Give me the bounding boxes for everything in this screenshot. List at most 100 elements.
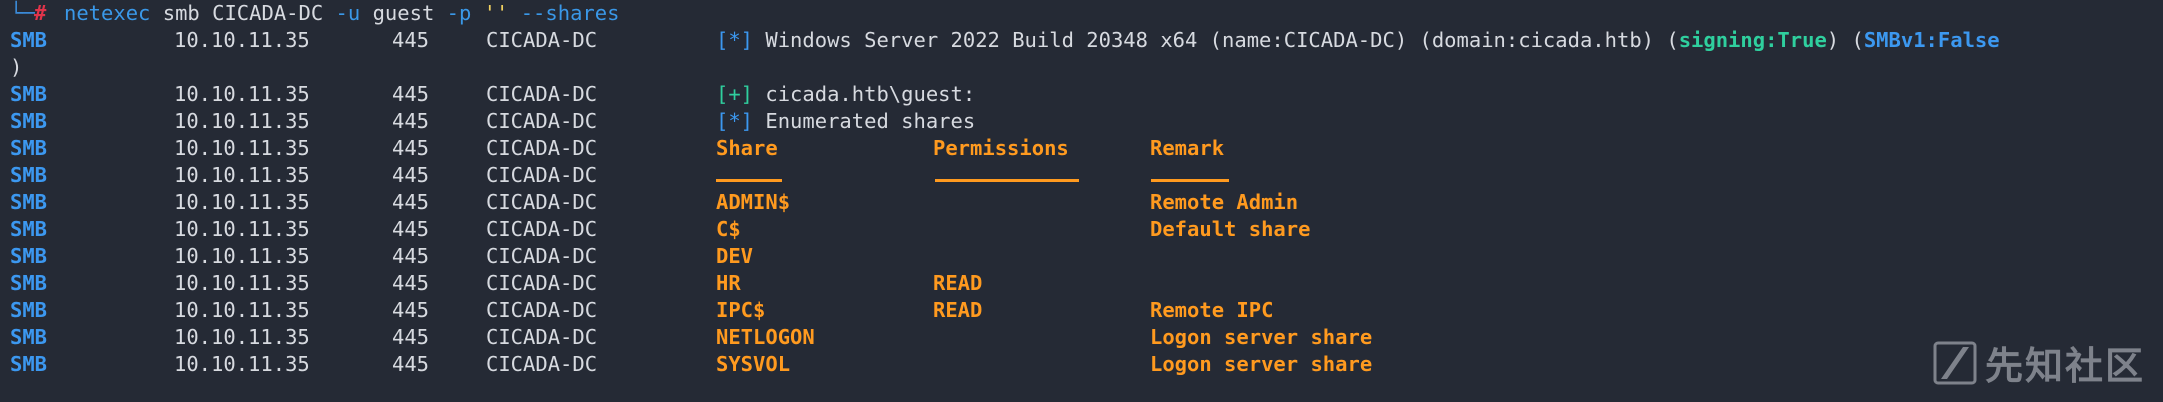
header-permissions: Permissions <box>933 136 1069 160</box>
host-name: CICADA-DC <box>486 298 598 322</box>
info-message: [*] Windows Server 2022 Build 20348 x64 … <box>716 27 2000 54</box>
command-line: └─ # netexec smb CICADA-DC -u guest -p '… <box>0 0 2163 27</box>
info-tag: [*] <box>716 28 754 52</box>
share-name: NETLOGON <box>716 325 815 349</box>
share-name: ADMIN$ <box>716 190 791 214</box>
host-name: CICADA-DC <box>486 271 598 295</box>
flag-shares: --shares <box>520 1 620 25</box>
signing-status: signing:True <box>1678 28 1827 52</box>
output-row-auth: SMB 10.10.11.35 445 CICADA-DC [+] cicada… <box>0 81 2163 108</box>
protocol-label: SMB <box>10 136 48 160</box>
share-row: SMB 10.10.11.35 445 CICADA-DC IPC$ READ Remote… <box>0 297 2163 324</box>
port-number: 445 <box>392 82 430 106</box>
flag-user: -u <box>335 1 361 25</box>
port-number: 445 <box>392 271 430 295</box>
ip-address: 10.10.11.35 <box>174 82 310 106</box>
share-remark: Remote Admin <box>1150 190 1299 214</box>
ip-address: 10.10.11.35 <box>174 28 310 52</box>
enum-message: [*] Enumerated shares <box>716 108 975 135</box>
protocol-label: SMB <box>10 82 48 106</box>
share-remark: Default share <box>1150 217 1311 241</box>
port-number: 445 <box>392 298 430 322</box>
watermark-logo-icon <box>1933 341 1977 384</box>
ip-address: 10.10.11.35 <box>174 325 310 349</box>
ip-address: 10.10.11.35 <box>174 217 310 241</box>
host-name: CICADA-DC <box>486 217 598 241</box>
host-name: CICADA-DC <box>486 28 598 52</box>
port-number: 445 <box>392 136 430 160</box>
protocol-label: SMB <box>10 244 48 268</box>
wrap-paren: ) <box>10 55 23 79</box>
info-separator: ) ( <box>1826 28 1864 52</box>
command-text: netexec smb CICADA-DC -u guest -p '' --s… <box>64 0 619 27</box>
auth-message: [+] cicada.htb\guest: <box>716 81 975 108</box>
share-row: SMB 10.10.11.35 445 CICADA-DC NETLOGON Logon … <box>0 324 2163 351</box>
ip-address: 10.10.11.35 <box>174 298 310 322</box>
ip-address: 10.10.11.35 <box>174 244 310 268</box>
auth-text: cicada.htb\guest: <box>753 82 976 106</box>
port-number: 445 <box>392 352 430 376</box>
enum-text: Enumerated shares <box>753 109 976 133</box>
ip-address: 10.10.11.35 <box>174 163 310 187</box>
port-number: 445 <box>392 244 430 268</box>
output-row-enum: SMB 10.10.11.35 445 CICADA-DC [*] Enumer… <box>0 108 2163 135</box>
ip-address: 10.10.11.35 <box>174 271 310 295</box>
share-name: IPC$ <box>716 298 766 322</box>
remark-underline <box>1151 179 1229 182</box>
ip-address: 10.10.11.35 <box>174 352 310 376</box>
share-row: SMB 10.10.11.35 445 CICADA-DC HR READ <box>0 270 2163 297</box>
watermark-text: 先知社区 <box>1984 344 2145 388</box>
protocol-label: SMB <box>10 217 48 241</box>
success-tag: [+] <box>716 82 754 106</box>
password-arg: '' <box>471 1 521 25</box>
host-name: CICADA-DC <box>486 136 598 160</box>
share-table-divider: SMB 10.10.11.35 445 CICADA-DC <box>0 162 2163 189</box>
share-permissions: READ <box>933 271 983 295</box>
share-permissions: READ <box>933 298 983 322</box>
port-number: 445 <box>392 217 430 241</box>
host-name: CICADA-DC <box>486 244 598 268</box>
prompt-hash: # <box>34 1 47 25</box>
port-number: 445 <box>392 325 430 349</box>
command-args: smb CICADA-DC <box>150 1 336 25</box>
protocol-label: SMB <box>10 325 48 349</box>
protocol-label: SMB <box>10 298 48 322</box>
share-remark: Remote IPC <box>1150 298 1274 322</box>
protocol-label: SMB <box>10 28 48 52</box>
share-name: HR <box>716 271 741 295</box>
protocol-label: SMB <box>10 109 48 133</box>
ip-address: 10.10.11.35 <box>174 190 310 214</box>
port-number: 445 <box>392 28 430 52</box>
share-name: C$ <box>716 217 741 241</box>
protocol-label: SMB <box>10 271 48 295</box>
prompt-corner: └─ <box>10 1 35 25</box>
header-remark: Remark <box>1150 136 1225 160</box>
output-row-info: SMB 10.10.11.35 445 CICADA-DC [*] Window… <box>0 27 2163 54</box>
share-underline <box>716 179 782 182</box>
port-number: 445 <box>392 163 430 187</box>
port-number: 445 <box>392 109 430 133</box>
info-tag: [*] <box>716 109 754 133</box>
host-name: CICADA-DC <box>486 352 598 376</box>
ip-address: 10.10.11.35 <box>174 109 310 133</box>
protocol-label: SMB <box>10 190 48 214</box>
share-remark: Logon server share <box>1150 325 1373 349</box>
protocol-label: SMB <box>10 352 48 376</box>
permissions-underline <box>935 179 1079 182</box>
output-row-wrap: ) <box>0 54 2163 81</box>
watermark: 先知社区 <box>1933 335 2145 390</box>
host-name: CICADA-DC <box>486 325 598 349</box>
command-name: netexec <box>64 1 151 25</box>
ip-address: 10.10.11.35 <box>174 136 310 160</box>
info-text: Windows Server 2022 Build 20348 x64 (nam… <box>753 28 1679 52</box>
share-remark: Logon server share <box>1150 352 1373 376</box>
protocol-label: SMB <box>10 163 48 187</box>
host-name: CICADA-DC <box>486 163 598 187</box>
host-name: CICADA-DC <box>486 82 598 106</box>
user-arg: guest <box>360 1 447 25</box>
share-table-header: SMB 10.10.11.35 445 CICADA-DC Share Perm… <box>0 135 2163 162</box>
